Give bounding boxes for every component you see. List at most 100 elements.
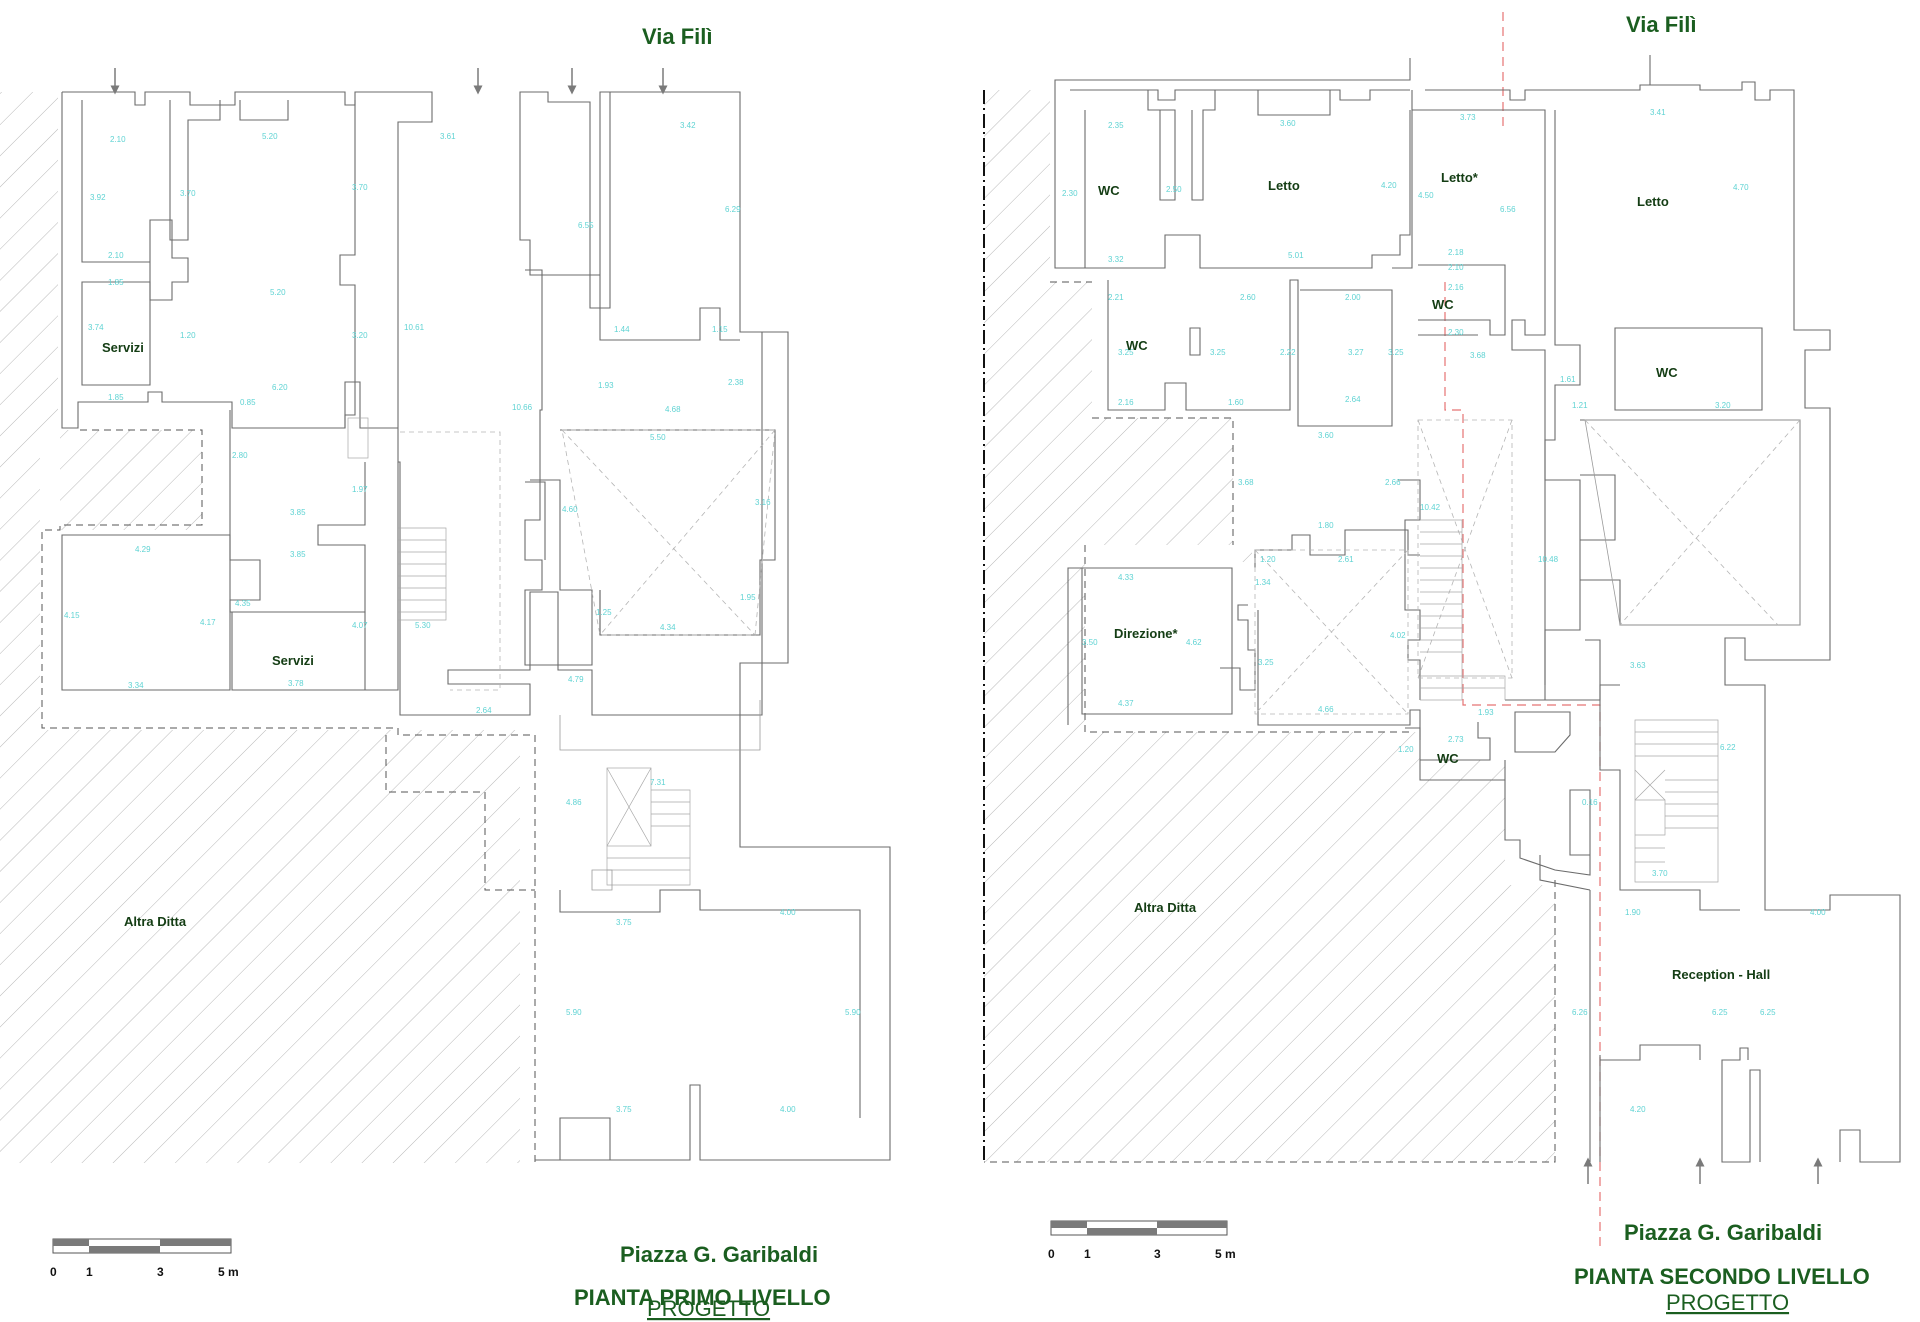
- left-entry-arrows: [110, 68, 668, 95]
- dim: 1.20: [180, 331, 196, 340]
- street-label-via-fili: Via Filì: [1626, 12, 1697, 37]
- dim: 10.66: [512, 403, 533, 412]
- dim: 4.86: [566, 798, 582, 807]
- plan-title: PIANTA PRIMO LIVELLO: [574, 1285, 831, 1310]
- dim: 3.25: [1388, 348, 1404, 357]
- dim: 1.20: [1398, 745, 1414, 754]
- room-label-servizi: Servizi: [102, 340, 144, 355]
- dim: 3.27: [1348, 348, 1364, 357]
- dim: 5.30: [415, 621, 431, 630]
- dim: 5.20: [270, 288, 286, 297]
- dim: 3.34: [128, 681, 144, 690]
- dim: 4.29: [135, 545, 151, 554]
- dim: 3.60: [1318, 431, 1334, 440]
- dim: 3.25: [1258, 658, 1274, 667]
- left-outer-wall: [62, 91, 763, 716]
- right-skylight-1: [1254, 549, 1409, 715]
- scale-tick: 0: [1048, 1247, 1055, 1261]
- dim: 6.20: [272, 383, 288, 392]
- dim: 3.20: [1715, 401, 1731, 410]
- dim: 1.80: [1318, 521, 1334, 530]
- room-label-altra-ditta: Altra Ditta: [124, 914, 187, 929]
- dim: 2.00: [1345, 293, 1361, 302]
- dim: 2.38: [728, 378, 744, 387]
- right-plan: 2.35 3.60 3.73 3.41 2.30 2.50 4.20 4.50 …: [983, 12, 1901, 1315]
- right-hatch-zone: [984, 90, 1555, 1162]
- dim: 5.50: [650, 433, 666, 442]
- dim: 4.00: [1810, 908, 1826, 917]
- dim: 1.85: [108, 393, 124, 402]
- dim: 1.97: [352, 485, 368, 494]
- dim: 6.22: [1720, 743, 1736, 752]
- dim: 4.02: [1390, 631, 1406, 640]
- dim: 5.90: [566, 1008, 582, 1017]
- dim: 2.50: [1166, 185, 1182, 194]
- dim: 4.20: [1630, 1105, 1646, 1114]
- dim: 4.37: [1118, 699, 1134, 708]
- dim: 3.25: [1210, 348, 1226, 357]
- scale-tick: 5 m: [218, 1265, 239, 1279]
- left-plan: 2.10 5.20 3.61 3.42 3.92 3.70 3.70 6.55 …: [0, 24, 891, 1321]
- dim: 10.42: [1420, 503, 1441, 512]
- right-skylight-2: [1417, 419, 1513, 679]
- left-hatch-block: [60, 430, 202, 530]
- room-label-wc: WC: [1437, 751, 1459, 766]
- dim: 2.61: [1338, 555, 1354, 564]
- dim: 3.20: [352, 331, 368, 340]
- dim: 2.80: [232, 451, 248, 460]
- dim: 2.30: [1062, 189, 1078, 198]
- dim: 1.60: [1228, 398, 1244, 407]
- dim: 3.16: [755, 498, 771, 507]
- dim: 1.93: [1478, 708, 1494, 717]
- dim: 6.56: [1500, 205, 1516, 214]
- right-dimensions: 2.35 3.60 3.73 3.41 2.30 2.50 4.20 4.50 …: [1062, 108, 1826, 1114]
- right-stair-1: [1420, 519, 1506, 701]
- dim: 2.30: [1448, 328, 1464, 337]
- room-label-wc: WC: [1656, 365, 1678, 380]
- dim: 3.92: [90, 193, 106, 202]
- dim: 2.22: [1280, 348, 1296, 357]
- dim: 3.61: [440, 132, 456, 141]
- room-label-reception: Reception - Hall: [1672, 967, 1770, 982]
- dim: 1.15: [712, 325, 728, 334]
- scale-tick: 5 m: [1215, 1247, 1236, 1261]
- left-hatch-strip: [0, 92, 520, 1163]
- street-label-via-fili: Via Filì: [642, 24, 713, 49]
- dim: 3.42: [680, 121, 696, 130]
- room-label-wc: WC: [1126, 338, 1148, 353]
- street-label-piazza: Piazza G. Garibaldi: [620, 1242, 818, 1267]
- dim: 1.93: [598, 381, 614, 390]
- dim: 3.85: [290, 508, 306, 517]
- left-skylight: [561, 429, 776, 636]
- dim: 2.10: [108, 251, 124, 260]
- dim: 5.90: [845, 1008, 861, 1017]
- dim: 3.68: [1238, 478, 1254, 487]
- dim: 1.85: [108, 278, 124, 287]
- right-entry-arrows: [1583, 1157, 1823, 1184]
- dim: 4.15: [64, 611, 80, 620]
- dim: 3.60: [1280, 119, 1296, 128]
- room-label-letto: Letto: [1637, 194, 1669, 209]
- dim: 3.85: [290, 550, 306, 559]
- scale-tick: 0: [50, 1265, 57, 1279]
- dim: 4.00: [780, 1105, 796, 1114]
- room-label-wc: WC: [1098, 183, 1120, 198]
- room-label-letto-star: Letto*: [1441, 170, 1479, 185]
- dim: 6.25: [1712, 1008, 1728, 1017]
- dim: 0.85: [240, 398, 256, 407]
- dim: 3.25: [1118, 348, 1134, 357]
- dim: 6.55: [578, 221, 594, 230]
- dim: 3.70: [1652, 869, 1668, 878]
- dim: 4.70: [1733, 183, 1749, 192]
- scale-tick: 1: [1084, 1247, 1091, 1261]
- dim: 3.63: [1630, 661, 1646, 670]
- dim: 2.10: [110, 135, 126, 144]
- dim: 3.50: [1082, 638, 1098, 647]
- dim: 4.20: [1381, 181, 1397, 190]
- dim: 4.60: [562, 505, 578, 514]
- dim: 4.17: [200, 618, 216, 627]
- dim: 1.61: [1560, 375, 1576, 384]
- left-neighbour-boundary: [41, 429, 536, 1163]
- room-label-altra-ditta: Altra Ditta: [1134, 900, 1197, 915]
